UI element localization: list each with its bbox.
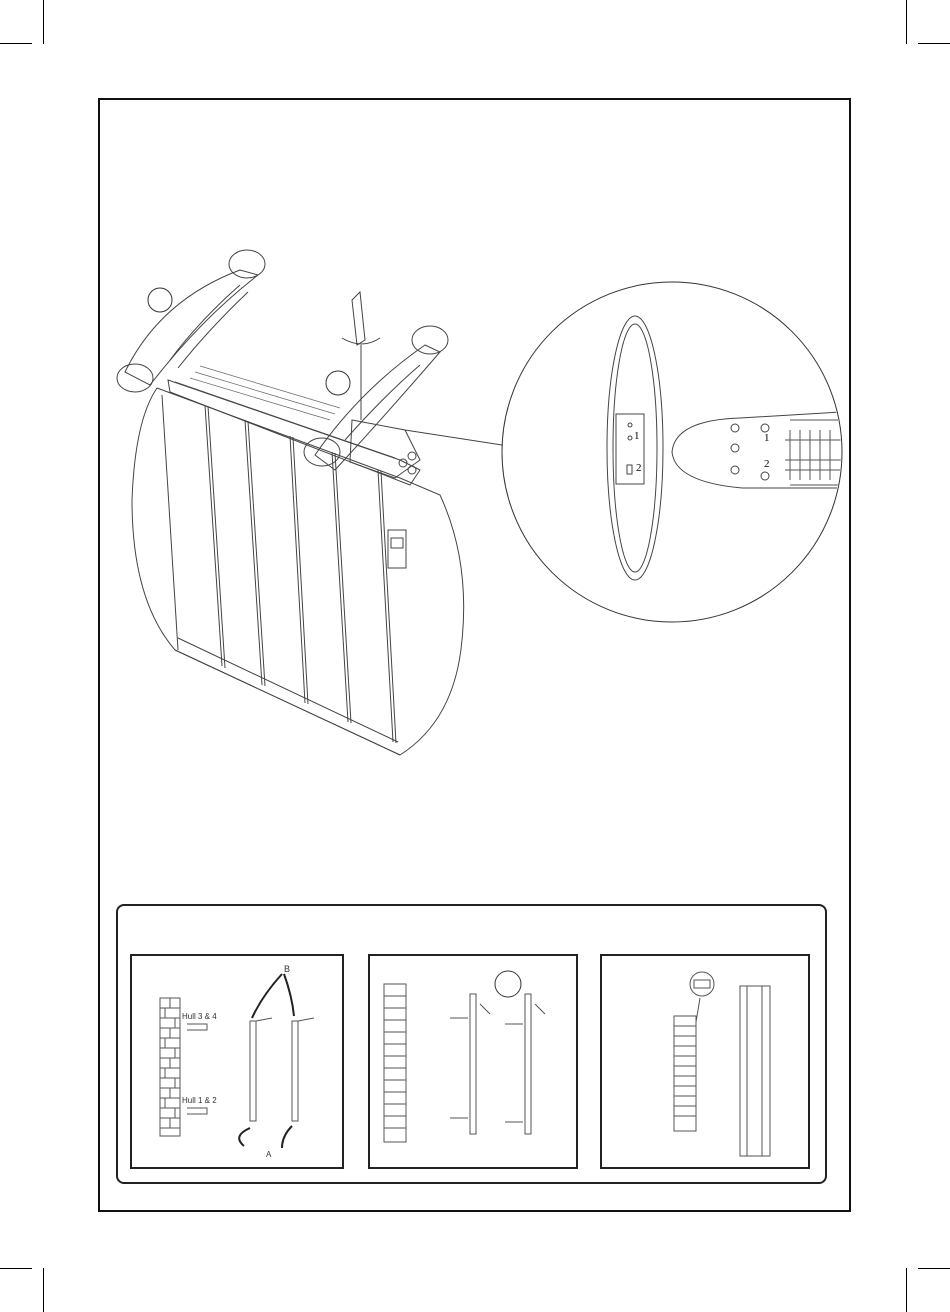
wall-drilling-illustration [132, 956, 342, 1167]
detail-magnifier [502, 282, 842, 622]
step-3-panel [600, 954, 810, 1169]
callout-arrow [405, 430, 502, 445]
screwdriver-icon [352, 292, 365, 345]
terminal-1-label: 1 [764, 432, 770, 444]
step-marker [326, 371, 350, 395]
upper-hole-label: Hull 3 & 4 [182, 1012, 217, 1021]
crop-mark [918, 1268, 950, 1269]
crop-mark [0, 1268, 32, 1269]
lower-hole-label: Hull 1 & 2 [182, 1096, 217, 1105]
terminal-2-label: 2 [764, 458, 770, 470]
right-foot [315, 345, 440, 470]
bracket-fixing-illustration [370, 956, 576, 1167]
arrow-a-label: A [266, 1150, 271, 1159]
switch-position-2-label: 2 [636, 462, 642, 474]
step-2-panel [368, 954, 578, 1169]
crop-mark [906, 1268, 907, 1312]
radiator-hang-illustration [602, 956, 808, 1167]
arrow-b-label: B [284, 964, 290, 974]
switch-position-1-label: 1 [634, 430, 640, 442]
step-marker [148, 288, 172, 312]
radiator-assembly-illustration [0, 0, 950, 900]
step-1-panel: Hull 3 & 4 Hull 1 & 2 B A [130, 954, 344, 1169]
control-panel [388, 530, 406, 568]
crop-mark [43, 1268, 44, 1312]
